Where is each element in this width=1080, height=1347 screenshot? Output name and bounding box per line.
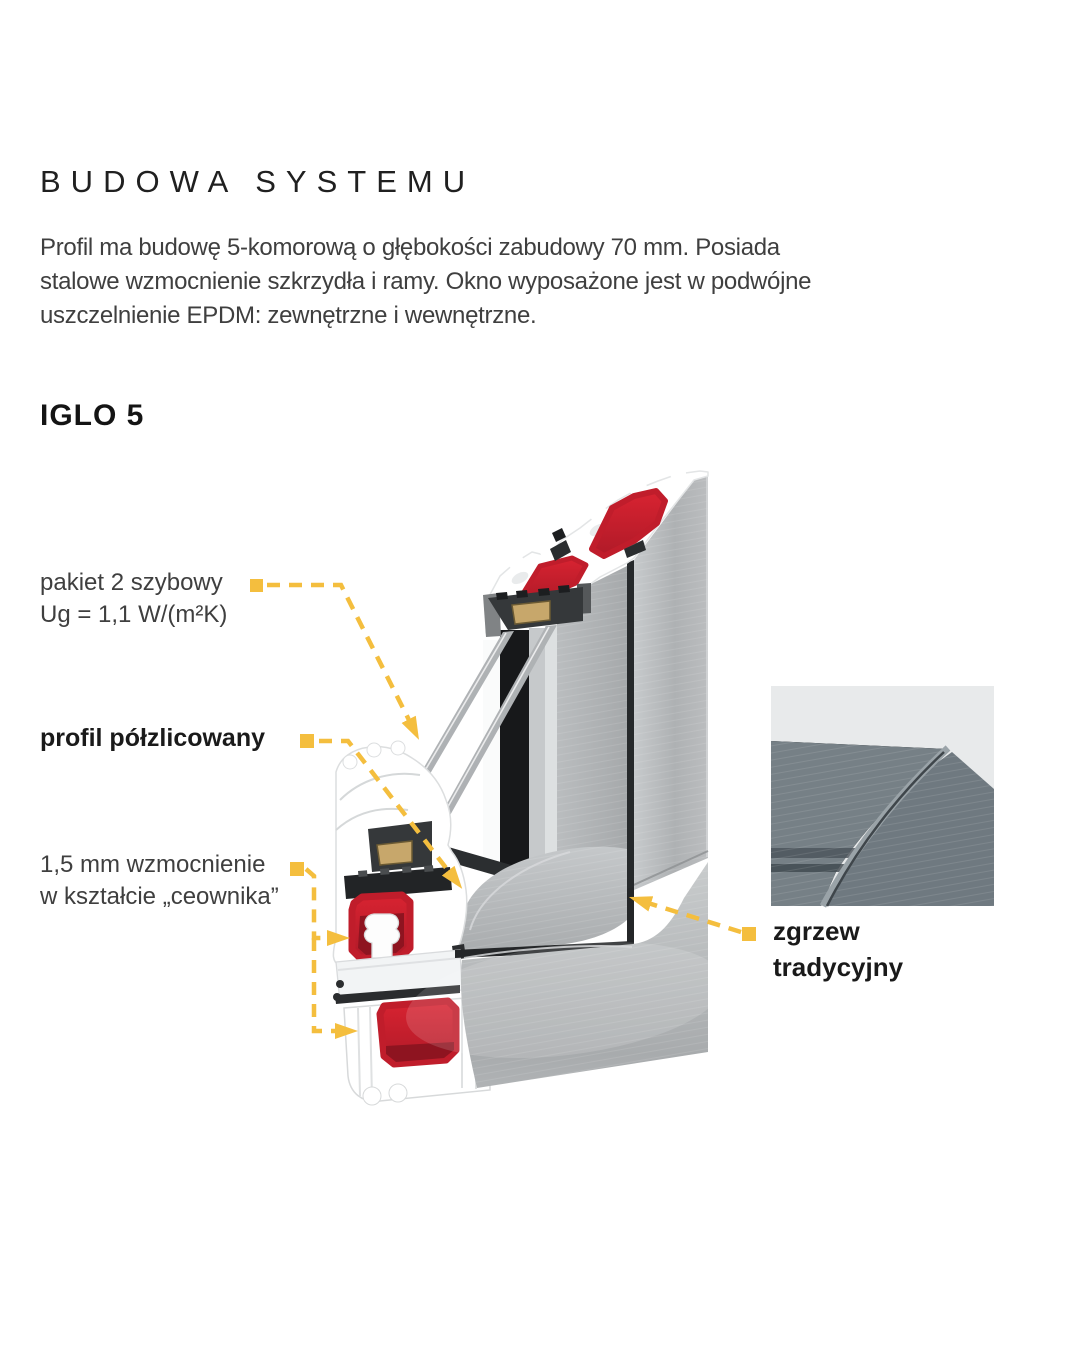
vertical-sash-face <box>557 566 627 891</box>
callout-reinforcement-line1: 1,5 mm wzmocnienie <box>40 851 266 878</box>
callout-line-weld <box>628 896 742 935</box>
callout-weld-line2: tradycyjny <box>773 952 904 982</box>
callout-line-profile <box>319 738 463 889</box>
frame-bottom-face <box>406 862 724 1088</box>
callout-line-glazing <box>267 582 419 740</box>
top-glazing-bridge <box>483 583 591 637</box>
intro-paragraph-line: stalowe wzmocnienie szkrzydła i ramy. Ok… <box>40 268 812 295</box>
callout-line-reinforcement-upper <box>304 867 350 946</box>
sash-bottom-cut <box>332 740 468 969</box>
callout-marker-glazing <box>250 579 263 592</box>
frame-bottom-cut <box>343 995 491 1106</box>
intro-paragraph-line: uszczelnienie EPDM: zewnętrzne i wewnętr… <box>40 302 537 329</box>
callout-marker-reinforcement <box>290 862 304 876</box>
glass-spacer-bottom <box>376 840 413 866</box>
callout-glazing-line1: pakiet 2 szybowy <box>40 569 223 596</box>
sash-steel-chamber <box>348 891 414 962</box>
sash-frame-groove <box>627 560 634 893</box>
system-name-heading: IGLO 5 <box>40 399 145 432</box>
callout-glazing-line2: Ug = 1,1 W/(m²K) <box>40 601 228 628</box>
callout-weld-line1: zgrzew <box>773 916 860 946</box>
callout-marker-weld <box>742 927 756 941</box>
page-title: BUDOWA SYSTEMU <box>40 164 476 199</box>
sash-bottom-face <box>459 846 627 952</box>
callout-marker-profile <box>300 734 314 748</box>
callout-traditional-weld: zgrzew tradycyjny <box>773 913 903 985</box>
callout-semi-flush-profile: profil półzlicowany <box>40 724 266 752</box>
weld-corner-photo <box>771 686 994 908</box>
callout-line-reinforcement-lower <box>311 938 358 1039</box>
frame-steel-chamber <box>376 997 460 1068</box>
vertical-frame-face <box>626 476 709 890</box>
weld-seam-line <box>626 850 709 889</box>
frame-steel-reinforcement-cut <box>589 488 668 559</box>
callout-reinforcement: 1,5 mm wzmocnienie w kształcie „ceownika… <box>40 849 279 913</box>
pvc-pawn <box>363 913 401 959</box>
glass-spacer-top <box>511 600 551 625</box>
callout-reinforcement-line2: w kształcie „ceownika” <box>40 883 279 910</box>
glazing-gasket-bar <box>344 865 452 899</box>
intro-paragraph-line: Profil ma budowę 5-komorową o głębokości… <box>40 234 780 261</box>
bottom-glazing-bridge <box>368 821 432 872</box>
glazing-cavity <box>483 626 557 879</box>
groove-continuation <box>627 887 634 946</box>
callout-glazing-package: pakiet 2 szybowy Ug = 1,1 W/(m²K) <box>40 567 227 631</box>
intro-paragraph: Profil ma budowę 5-komorową o głębokości… <box>40 231 812 333</box>
callout-lines <box>250 579 756 1039</box>
